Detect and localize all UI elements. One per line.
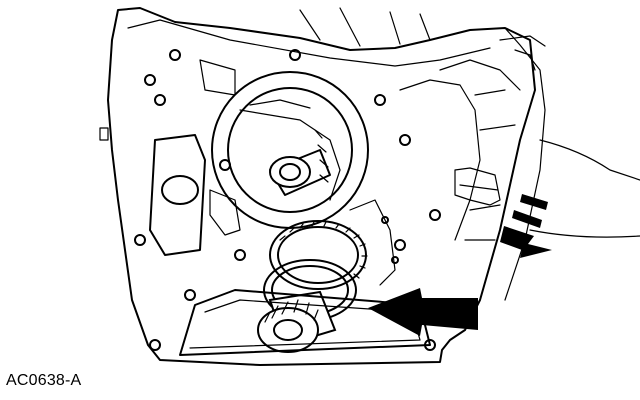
housing-ribs (454, 27, 640, 301)
left-pockets (99, 59, 241, 256)
bore-opening (211, 71, 369, 229)
bolt-holes (134, 49, 441, 351)
direction-arrow (500, 194, 552, 258)
seal-pointer-arrow (368, 288, 478, 336)
output-shaft-seal (257, 220, 368, 353)
center-rib (349, 199, 399, 286)
figure-id-label: AC0638-A (6, 372, 82, 389)
